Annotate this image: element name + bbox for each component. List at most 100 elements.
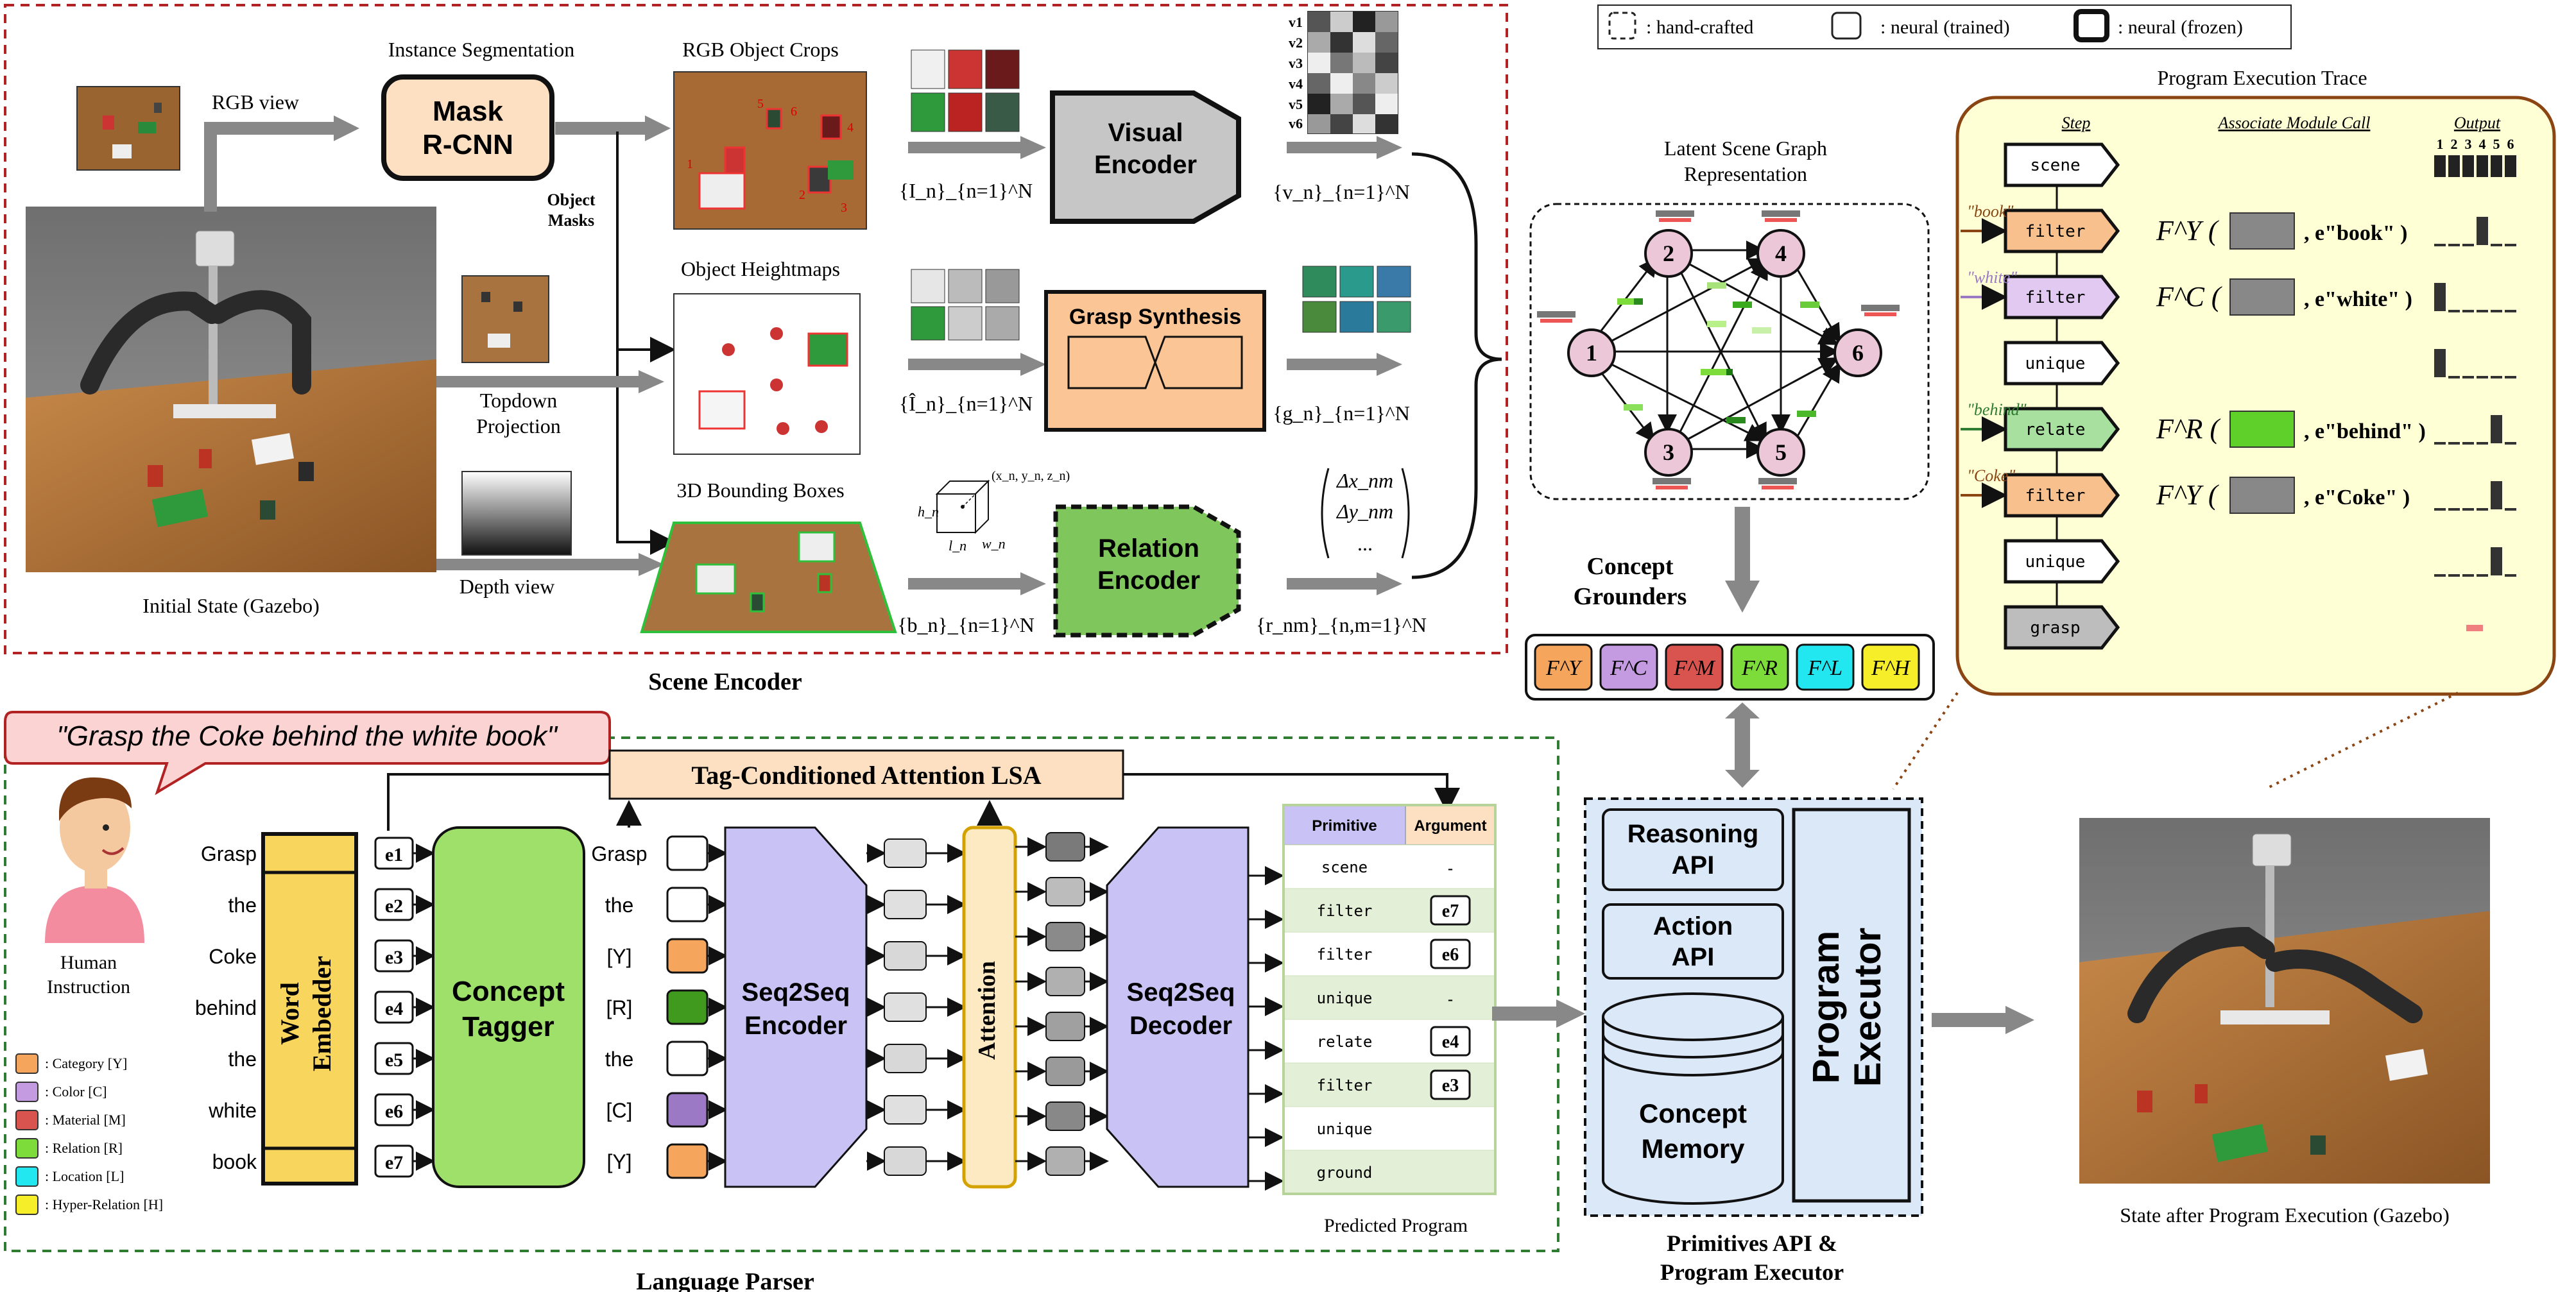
grounder-3 [1665,643,1724,691]
trace-step-op-3: filter [2025,288,2086,307]
human-icon [45,777,144,943]
word-embedder-box [261,832,358,1186]
seq2seq-decoder-line2: Decoder [1129,1012,1232,1040]
program-header-primitive: Primitive [1312,817,1377,835]
hand-crafted-swatch [1608,12,1636,40]
tag-text-1: Grasp [591,842,647,865]
reasoning-api-line2: API [1672,851,1715,880]
program-primitive-7: unique [1317,1120,1373,1138]
decoder-hidden-states [1015,832,1109,1176]
mask-rcnn-box [381,74,554,181]
v-label-5: v5 [1289,96,1303,112]
decoder-output-arrows [1248,866,1284,1191]
legend-label-1: : Category [Y] [45,1055,127,1071]
delta-x: Δx_nm [1335,469,1393,492]
grounder-label-5: F^L [1807,656,1842,680]
trace-output-bar-7-5 [2491,547,2502,575]
attention-label: Attention [974,961,1000,1060]
trace-cue-6: "Coke" [1967,466,2015,485]
trace-title: Program Execution Trace [2157,66,2367,89]
output-index-6: 6 [2507,136,2514,152]
trace-col-call: Associate Module Call [2217,114,2371,132]
embedding-3: e3 [385,947,403,968]
program-argument-3: e6 [1442,945,1459,965]
scene-graph-edges [1584,241,1841,459]
predicted-program-label: Predicted Program [1324,1215,1468,1236]
program-primitive-4: unique [1317,989,1373,1007]
legend-label-3: : Material [M] [45,1112,126,1128]
tag-text-4: [R] [606,996,633,1019]
rgb-view-label: RGB view [212,90,299,114]
grounder-label-2: F^C [1610,656,1647,680]
final-state-image [2079,818,2490,1184]
word-1: Grasp [201,842,257,865]
trace-cue-2: "book" [1967,202,2013,221]
word-5: the [228,1048,257,1071]
trace-step-op-1: scene [2030,156,2080,175]
encoder-state-3 [884,941,927,971]
grounder-label-4: F^R [1741,656,1778,680]
output-bar-top-3 [2462,155,2474,177]
visual-encoder-line1: Visual [1108,119,1183,147]
word-3: Coke [209,945,257,968]
trace-step-op-2: filter [2025,222,2086,241]
trace-cue-5: "behind" [1967,400,2027,419]
depth-view-image [461,471,572,556]
visual-encoder-box [1050,90,1241,224]
instance-segmentation-label: Instance Segmentation [388,38,575,61]
crop-thumbnails [911,49,1020,132]
reasoning-api-box [1602,808,1784,891]
embedding-1: e1 [385,844,403,865]
concept-tagger-line1: Concept [452,976,565,1007]
output-bar-top-6 [2505,155,2516,177]
legend-swatch-2 [15,1082,39,1102]
program-primitive-2: filter [1317,902,1373,920]
hand-crafted-label: : hand-crafted [1646,17,1753,38]
object-masks-line2: Masks [548,211,594,230]
language-parser-title: Language Parser [636,1268,814,1292]
eq-g: {g_n}_{n=1}^N [1273,402,1410,425]
embedding-5: e5 [385,1050,403,1071]
word-7: book [212,1150,257,1173]
tag-text-6: [C] [606,1099,633,1122]
trace-panel: Program Execution Trace Step Associate M… [1892,66,2556,790]
concept-grounders-line1: Concept [1586,553,1673,580]
legend-label-2: : Color [C] [45,1084,107,1100]
trace-step-7 [2004,539,2120,584]
output-index-3: 3 [2465,136,2472,152]
grounder-4 [1730,643,1789,691]
v-label-6: v6 [1289,115,1303,132]
program-row-4 [1283,975,1496,1020]
grounder-6 [1861,643,1920,691]
program-header-argument-cell [1405,804,1496,846]
tag-text-3: [Y] [606,945,631,968]
word-6: white [208,1099,257,1122]
word-2: the [228,894,257,917]
rgb-object-crops-image [673,71,867,230]
decoder-state-8 [1045,1146,1085,1176]
grounder-2 [1599,643,1658,691]
eq-v: {v_n}_{n=1}^N [1273,180,1410,203]
scene-graph-edge-features [1617,282,1819,423]
trace-output-bar-3-1 [2434,283,2446,311]
node-3: 3 [1663,439,1674,465]
delta-y: Δy_nm [1335,500,1393,523]
node-2: 2 [1663,241,1674,266]
tag-box-1 [666,835,708,871]
program-row-1 [1283,844,1496,889]
tag-box-4 [666,989,708,1025]
legend-swatch-3 [15,1110,39,1130]
v-label-3: v3 [1289,55,1303,71]
scene-graph-node-features [1537,210,1900,489]
trace-step-5 [2004,407,2120,452]
trace-cue-3: "white" [1967,268,2017,287]
trace-output-bar-2-4 [2477,217,2488,245]
embedding-2: e2 [385,896,403,917]
program-argument-box-3 [1430,939,1471,969]
output-bar-top-5 [2491,155,2502,177]
neural-trained-label: : neural (trained) [1880,17,2010,38]
trace-arg-5: , e"behind" ) [2304,420,2426,443]
trace-step-8 [2004,605,2120,650]
